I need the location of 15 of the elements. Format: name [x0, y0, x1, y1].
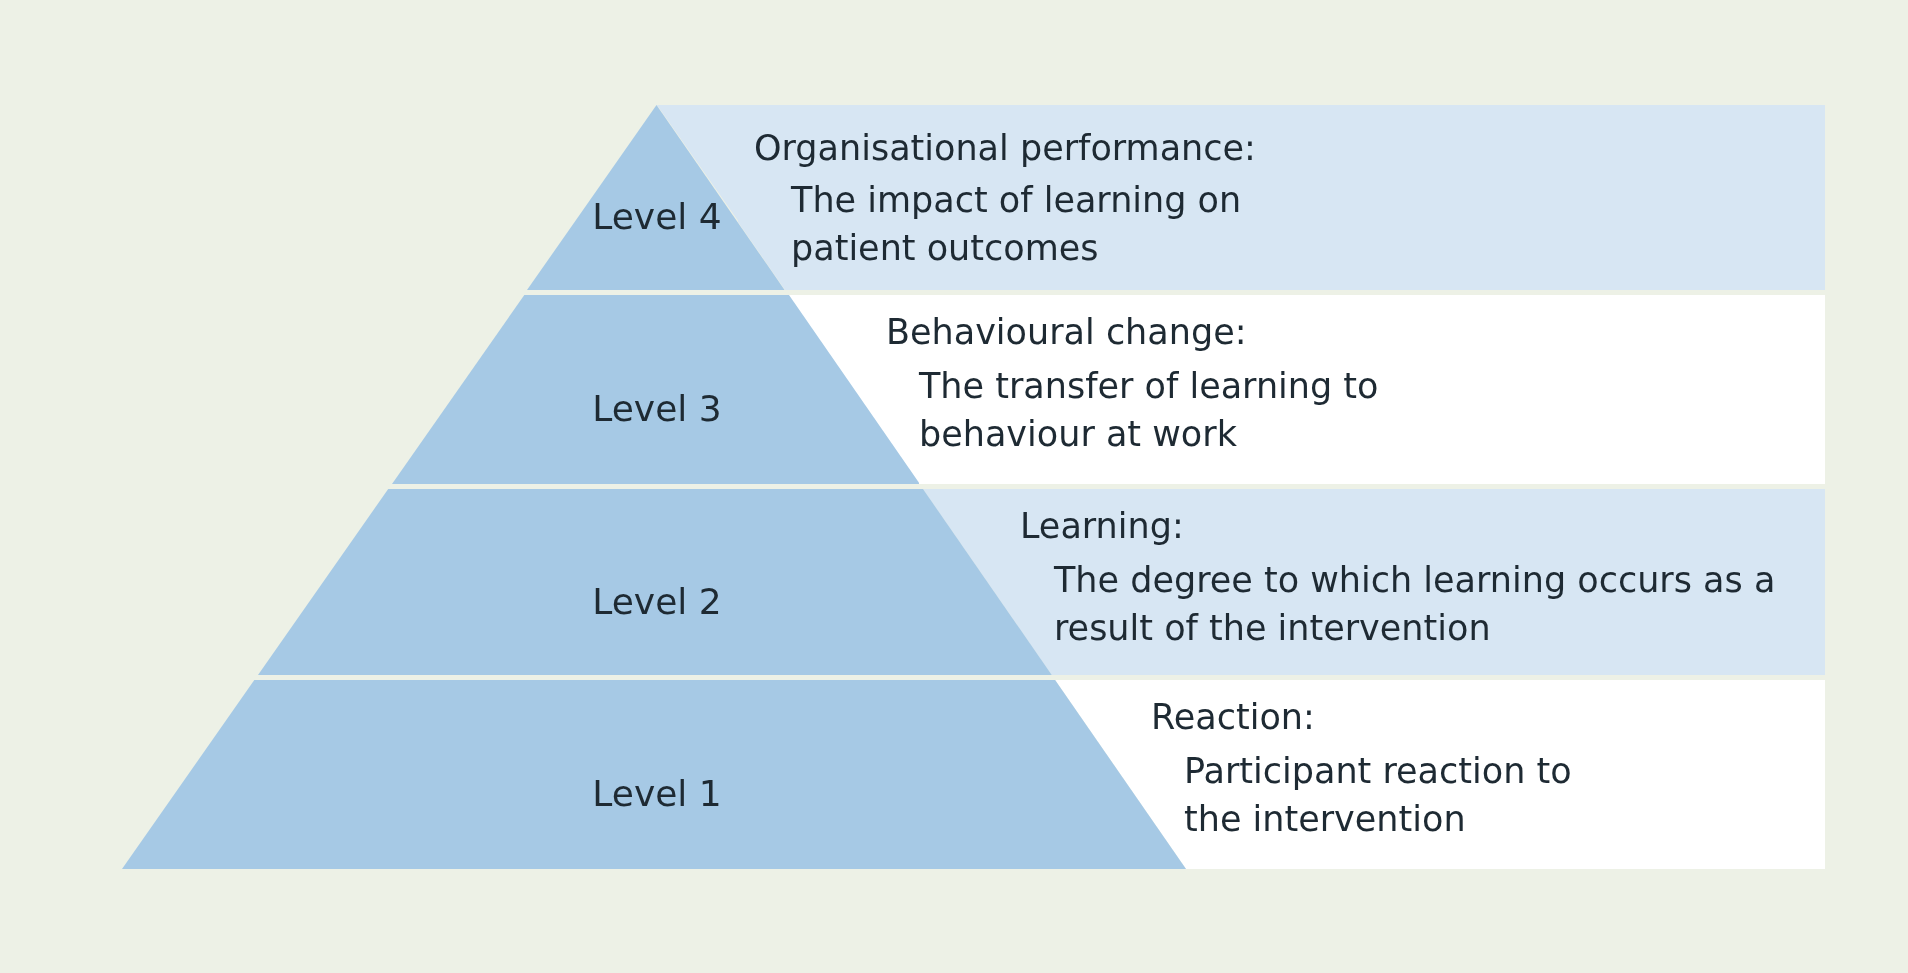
- level-label: Level 3: [592, 387, 722, 429]
- band-description: The transfer of learning to behaviour at work: [919, 365, 1380, 456]
- band-heading: Reaction:: [1151, 697, 1315, 737]
- band-description: The degree to which learning occurs as a result of the intervention: [1054, 559, 1777, 650]
- band-heading: Learning:: [1020, 506, 1184, 546]
- level-label: Level 4: [592, 195, 722, 237]
- band-description: Participant reaction to the intervention: [1184, 750, 1573, 841]
- level-band: [1055, 680, 1825, 869]
- level-band: [922, 489, 1825, 675]
- band-description: The impact of learning on patient outcomes: [791, 179, 1243, 270]
- band-heading: Behavioural change:: [886, 312, 1247, 352]
- level-label: Level 2: [592, 580, 722, 622]
- level-band: [788, 295, 1825, 484]
- band-heading: Organisational performance:: [754, 128, 1256, 168]
- level-label: Level 1: [592, 772, 722, 814]
